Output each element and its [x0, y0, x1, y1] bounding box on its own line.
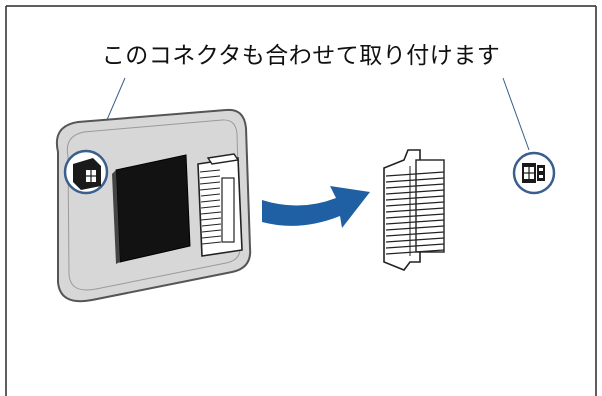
curved-arrow-icon [262, 186, 370, 228]
leader-line-connector [502, 77, 530, 151]
loose-connector [383, 149, 445, 271]
instruction-caption: このコネクタも合わせて取り付けます [101, 43, 501, 69]
connector-marker-icon [512, 151, 556, 195]
frame-border [5, 5, 597, 396]
connector-marker-icon [63, 149, 109, 195]
circuit-board [56, 108, 252, 303]
board-connector [197, 153, 243, 257]
memory-chip [115, 154, 191, 263]
